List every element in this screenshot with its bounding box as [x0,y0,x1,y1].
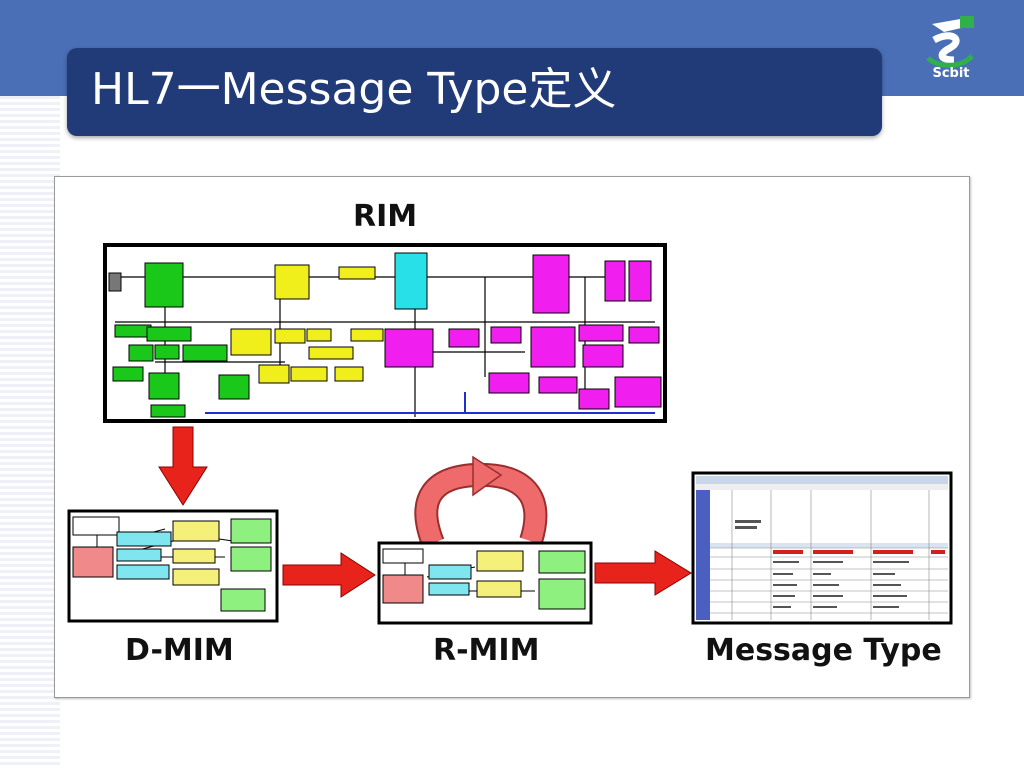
message-type-spreadsheet [691,471,953,625]
hl7-diagram [67,243,953,625]
rmim-diagram [377,541,593,625]
arrow-dmim-to-rmim [282,552,376,598]
rim-label: RIM [353,199,418,234]
scbit-logo: Scbit [922,10,980,90]
rmim-label: R-MIM [433,633,540,668]
rim-diagram [103,243,667,423]
arrow-rim-to-dmim [158,426,208,506]
diagram-panel: RIM D-MIM R-MIM Message Type [54,176,970,698]
dmim-label: D-MIM [125,633,234,668]
dmim-diagram [67,509,279,623]
title-box: HL7一Message Type定义 [67,48,882,136]
logo-text: Scbit [932,66,970,81]
slide-title: HL7一Message Type定义 [91,64,617,115]
refine-cycle-arrow [414,455,548,548]
arrow-rmim-to-message-type [594,550,692,596]
left-stripe-decoration [0,96,60,768]
message-type-label: Message Type [705,633,942,668]
